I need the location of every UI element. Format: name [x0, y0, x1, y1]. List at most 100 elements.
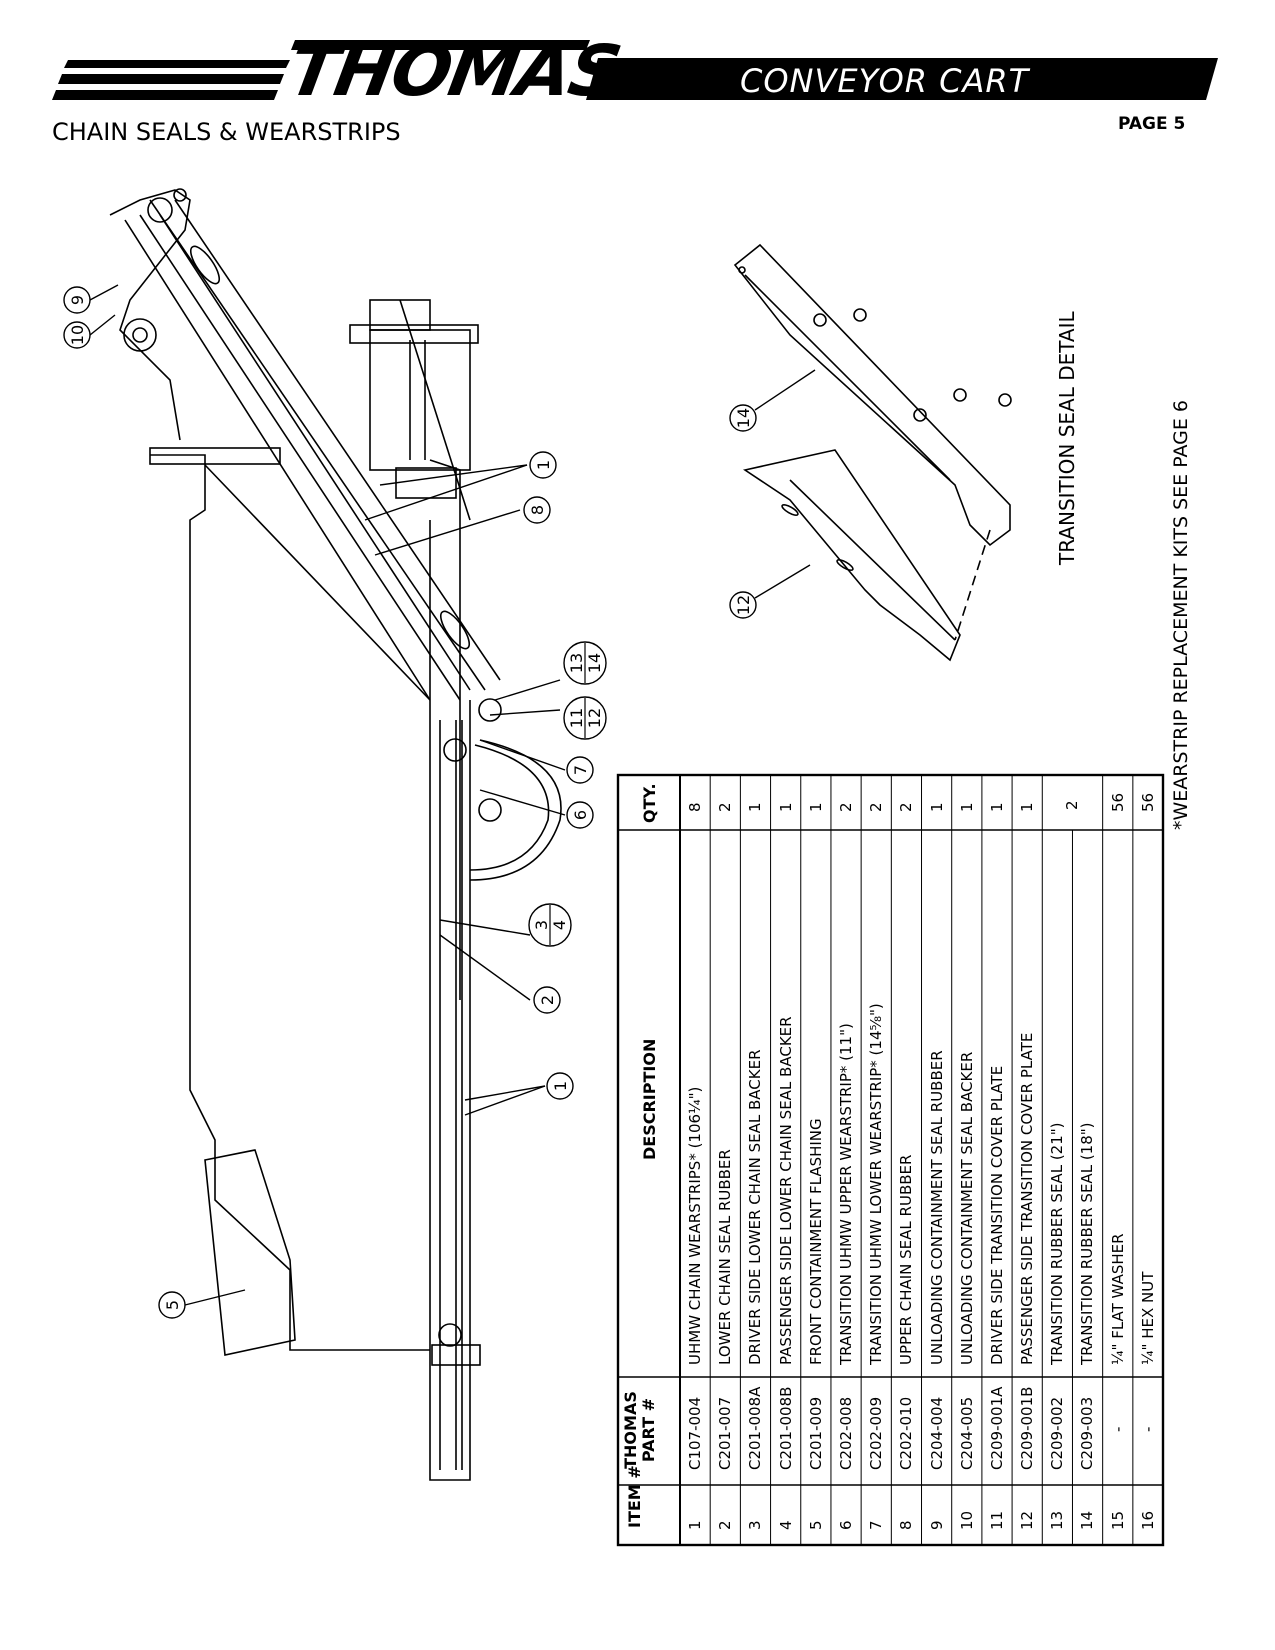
cell-description: ¼" FLAT WASHER: [1108, 1233, 1127, 1365]
transition-seal-detail: [733, 243, 1012, 662]
cell-part: C209-001A: [987, 1386, 1006, 1470]
callout-1a-circle: [529, 451, 557, 479]
cell-part: C204-005: [957, 1396, 976, 1470]
cell-qty: 56: [1138, 792, 1157, 812]
callout-9: 9: [68, 295, 87, 305]
cell-item: 8: [897, 1520, 916, 1530]
cell-description: TRANSITION UHMW LOWER WEARSTRIP* (14⅝"): [867, 1003, 886, 1365]
callout-14-detail: 14: [734, 408, 753, 428]
cell-item: 6: [836, 1520, 855, 1530]
cell-description: UNLOADING CONTAINMENT SEAL RUBBER: [927, 1050, 946, 1365]
callout-11: 11: [567, 708, 586, 728]
cell-part: C209-003: [1078, 1396, 1097, 1470]
callout-7-circle: [566, 756, 594, 784]
cell-description: UHMW CHAIN WEARSTRIPS* (106¼"): [686, 1086, 704, 1365]
cell-qty: 1: [776, 802, 795, 812]
cell-item: 2: [716, 1520, 735, 1530]
cell-part: -: [1138, 1426, 1157, 1432]
cell-part: C201-008B: [776, 1386, 795, 1470]
cell-part: -: [1108, 1426, 1127, 1432]
cell-qty: 56: [1108, 792, 1127, 812]
callout-13: 13: [567, 653, 586, 673]
cell-item: 15: [1108, 1510, 1127, 1530]
document-title: CONVEYOR CART: [740, 62, 1030, 100]
cell-part: C209-002: [1048, 1396, 1067, 1470]
cell-part: C201-009: [806, 1396, 825, 1470]
cell-item: 10: [957, 1510, 976, 1530]
cell-item: 16: [1138, 1510, 1157, 1530]
header-description: DESCRIPTION: [640, 1038, 659, 1160]
header-stripes: [52, 40, 1218, 100]
cell-description: TRANSITION RUBBER SEAL (18"): [1078, 1122, 1097, 1365]
cell-item: 13: [1048, 1510, 1067, 1530]
callout-5: 5: [163, 1300, 182, 1310]
callout-12: 12: [585, 708, 604, 728]
cell-description: UNLOADING CONTAINMENT SEAL BACKER: [957, 1051, 976, 1365]
callout-9-circle: [63, 286, 91, 314]
cell-item: 11: [987, 1510, 1006, 1530]
callout-7: 7: [571, 765, 590, 775]
callout-3: 3: [532, 920, 551, 930]
header-qty: QTY.: [640, 783, 659, 823]
callout-6-circle: [566, 801, 594, 829]
cell-item: 1: [686, 1520, 704, 1530]
cell-qty: 1: [957, 802, 976, 812]
callout-12-detail: 12: [734, 595, 753, 615]
callout-1a: 1: [534, 460, 553, 470]
cell-description: DRIVER SIDE LOWER CHAIN SEAL BACKER: [746, 1049, 765, 1365]
cell-description: DRIVER SIDE TRANSITION COVER PLATE: [987, 1065, 1006, 1365]
cell-part: C209-001B: [1018, 1386, 1037, 1470]
cell-item: 7: [867, 1520, 886, 1530]
cell-part: C201-008A: [746, 1386, 765, 1470]
cell-description: PASSENGER SIDE LOWER CHAIN SEAL BACKER: [776, 1016, 795, 1365]
callout-8-circle: [523, 496, 551, 524]
page-header: THOMAS CONVEYOR CART CHAIN SEALS & WEARS…: [0, 0, 1275, 150]
cell-part: C107-004: [686, 1396, 704, 1470]
cell-item: 12: [1018, 1510, 1037, 1530]
page-number: PAGE 5: [1118, 114, 1186, 134]
cell-qty: 8: [686, 802, 704, 812]
cell-qty: 2: [1063, 800, 1082, 810]
cell-description: ¼" HEX NUT: [1138, 1271, 1157, 1365]
cell-item: 14: [1078, 1510, 1097, 1530]
cell-item: 9: [927, 1520, 946, 1530]
hopper-outline: [150, 454, 430, 1351]
callout-1b-circle: [546, 1072, 574, 1100]
callout-6: 6: [571, 810, 590, 820]
callout-4: 4: [550, 920, 569, 930]
cell-description: LOWER CHAIN SEAL RUBBER: [716, 1149, 735, 1365]
cell-part: C202-009: [867, 1396, 886, 1470]
cell-part: C202-008: [836, 1396, 855, 1470]
cell-item: 4: [776, 1520, 795, 1530]
section-title: CHAIN SEALS & WEARSTRIPS: [52, 118, 401, 146]
cell-qty: 1: [927, 802, 946, 812]
callout-2: 2: [538, 995, 557, 1005]
cell-qty: 2: [867, 802, 886, 812]
cell-qty: 1: [806, 802, 825, 812]
cell-part: C201-007: [716, 1396, 735, 1470]
callout-10-circle: [63, 321, 91, 349]
cell-description: PASSENGER SIDE TRANSITION COVER PLATE: [1018, 1032, 1037, 1365]
cell-description: FRONT CONTAINMENT FLASHING: [806, 1118, 825, 1365]
cell-qty: 2: [716, 802, 735, 812]
cell-qty: 2: [897, 802, 916, 812]
cell-qty: 1: [1018, 802, 1037, 812]
cell-description: UPPER CHAIN SEAL RUBBER: [897, 1154, 916, 1365]
header-part: THOMAS PART #: [621, 1391, 658, 1469]
cell-item: 5: [806, 1520, 825, 1530]
cell-description: TRANSITION UHMW UPPER WEARSTRIP* (11"): [836, 1023, 855, 1365]
cell-qty: 2: [836, 802, 855, 812]
cell-qty: 1: [746, 802, 765, 812]
callout-1b: 1: [551, 1081, 570, 1091]
callout-2-circle: [533, 986, 561, 1014]
cell-item: 3: [746, 1520, 765, 1530]
header-item: ITEM #: [625, 1465, 644, 1528]
callout-8: 8: [528, 505, 547, 515]
cell-part: C204-004: [927, 1396, 946, 1470]
cell-description: TRANSITION RUBBER SEAL (21"): [1048, 1122, 1067, 1365]
callout-10: 10: [68, 325, 87, 345]
callout-5-circle: [158, 1291, 186, 1319]
cell-part: C202-010: [897, 1396, 916, 1470]
